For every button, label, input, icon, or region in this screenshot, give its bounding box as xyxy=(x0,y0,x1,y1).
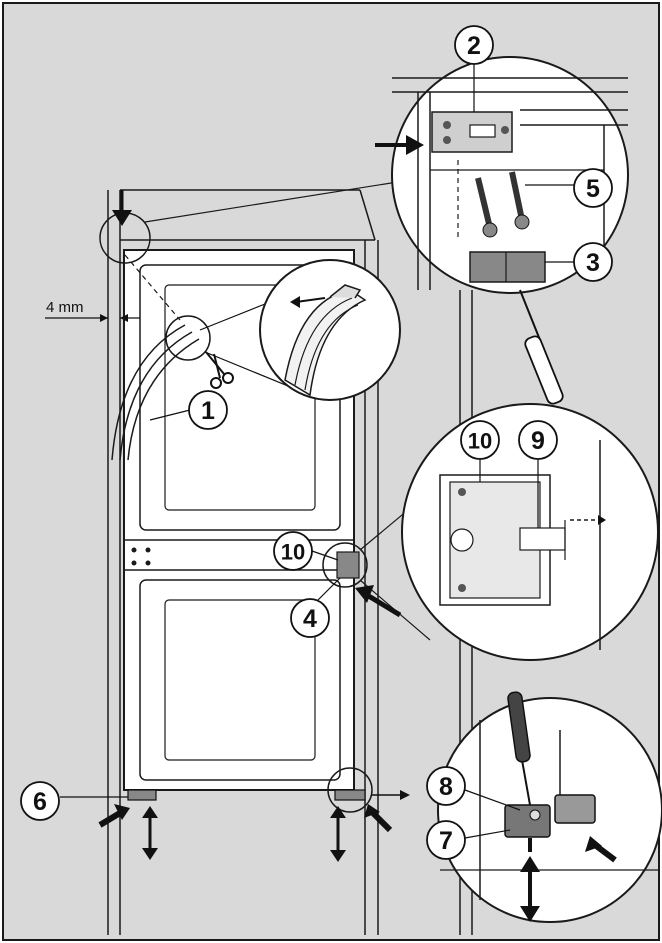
callout-5: 5 xyxy=(525,168,613,208)
adjustable-foot-left xyxy=(60,789,158,860)
push-arrow-icon xyxy=(355,585,402,618)
hinge-zoom-panel xyxy=(322,403,659,661)
bracket-zoom-panel xyxy=(375,56,629,294)
callout-6: 6 xyxy=(20,781,60,821)
gap-dimension xyxy=(45,314,140,322)
callout-10-mid-label: 10 xyxy=(281,540,305,565)
gap-label: 4 mm xyxy=(46,299,84,316)
callout-8-label: 8 xyxy=(439,773,453,801)
screw-icon xyxy=(475,177,498,238)
callout-2-label: 2 xyxy=(467,32,481,60)
callout-10-top: 10 xyxy=(460,420,500,482)
callout-4-label: 4 xyxy=(303,605,317,633)
screw-icon xyxy=(509,171,530,230)
callout-1: 1 xyxy=(149,390,228,430)
callout-1-label: 1 xyxy=(201,397,215,425)
callout-6-label: 6 xyxy=(33,788,47,816)
scissors-icon xyxy=(205,351,234,389)
callout-10-top-label: 10 xyxy=(468,429,492,454)
down-arrow-icon xyxy=(112,190,132,226)
foot-zoom-panel xyxy=(437,691,662,923)
callout-9-label: 9 xyxy=(531,427,545,455)
callout-8: 8 xyxy=(426,766,521,811)
callout-10-mid: 10 xyxy=(273,531,339,571)
leader-line xyxy=(144,179,411,223)
seal-strip xyxy=(111,324,200,461)
callout-3-label: 3 xyxy=(586,249,600,277)
seal-detail-circle xyxy=(165,315,211,361)
adjustable-foot-right xyxy=(327,767,410,862)
callout-2: 2 xyxy=(454,25,494,112)
callout-7-label: 7 xyxy=(439,827,453,855)
seal-zoom-panel xyxy=(199,259,401,401)
callout-3: 3 xyxy=(545,242,613,282)
callout-9: 9 xyxy=(518,420,558,528)
callout-5-label: 5 xyxy=(586,175,600,203)
callout-4: 4 xyxy=(290,577,341,638)
screwdriver-icon xyxy=(519,289,564,405)
callout-7: 7 xyxy=(426,820,511,860)
